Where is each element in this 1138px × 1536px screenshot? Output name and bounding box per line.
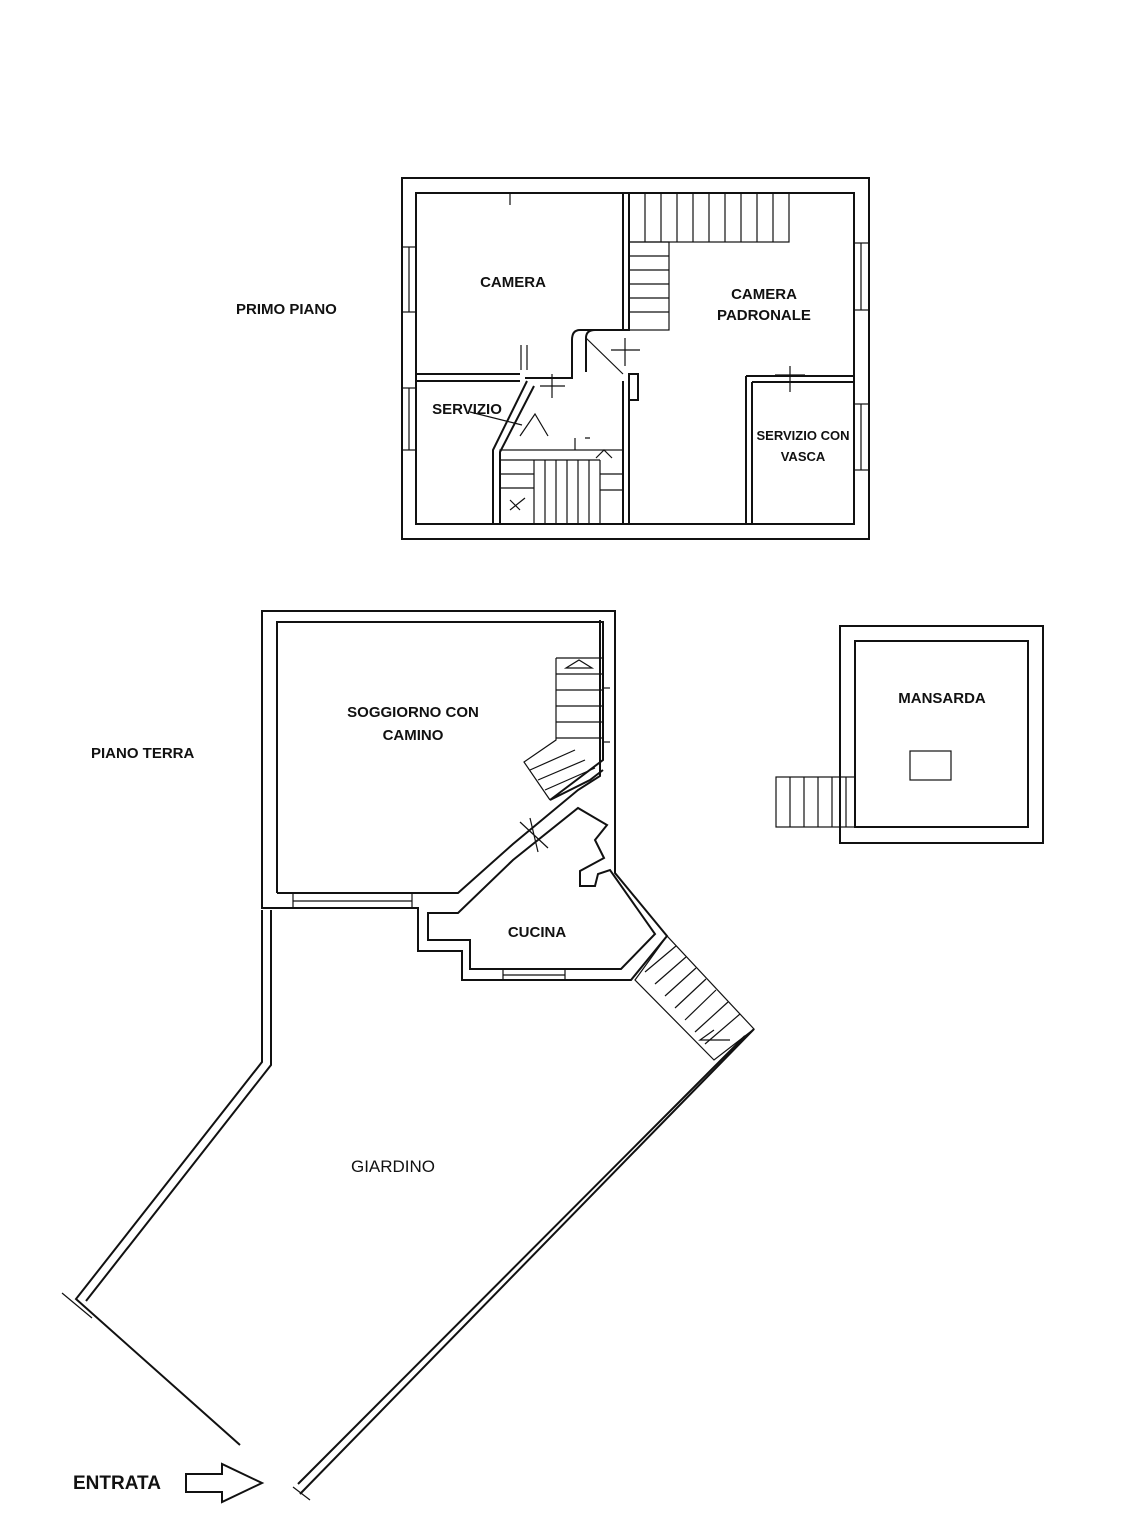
window-right-2 [854,403,869,471]
window-cucina [502,969,566,980]
room-camera-padronale-line2: PADRONALE [717,307,811,324]
room-servizio: SERVIZIO [432,401,502,418]
ground-floor-plan [61,610,755,1501]
first-floor-plan [401,177,870,540]
window-soggiorno [292,893,413,908]
room-mansarda: MANSARDA [898,690,986,707]
first-floor-label: PRIMO PIANO [236,301,337,318]
room-servizio-vasca-line1: SERVIZIO CON [757,428,850,443]
entrance-label: ENTRATA [73,1473,161,1494]
stairs-soggiorno [519,657,610,853]
door-marks [469,193,805,426]
room-camera: CAMERA [480,274,546,291]
stairs-top [585,192,790,375]
attic-stairs [775,776,856,828]
stairs-spiral [499,345,624,525]
window-left-1 [402,246,416,313]
room-soggiorno-line2: CAMINO [383,727,444,744]
room-giardino: GIARDINO [351,1157,435,1176]
stairs-external [634,935,755,1061]
ground-floor-label: PIANO TERRA [91,745,195,762]
room-cucina: CUCINA [508,924,566,941]
window-right-1 [854,242,869,311]
room-camera-padronale-line1: CAMERA [731,286,797,303]
attic-plan [775,625,1044,844]
right-arrow-icon [185,1462,265,1504]
window-left-2 [402,387,416,451]
room-servizio-vasca-line2: VASCA [781,449,826,464]
room-soggiorno-line1: SOGGIORNO CON [347,704,479,721]
